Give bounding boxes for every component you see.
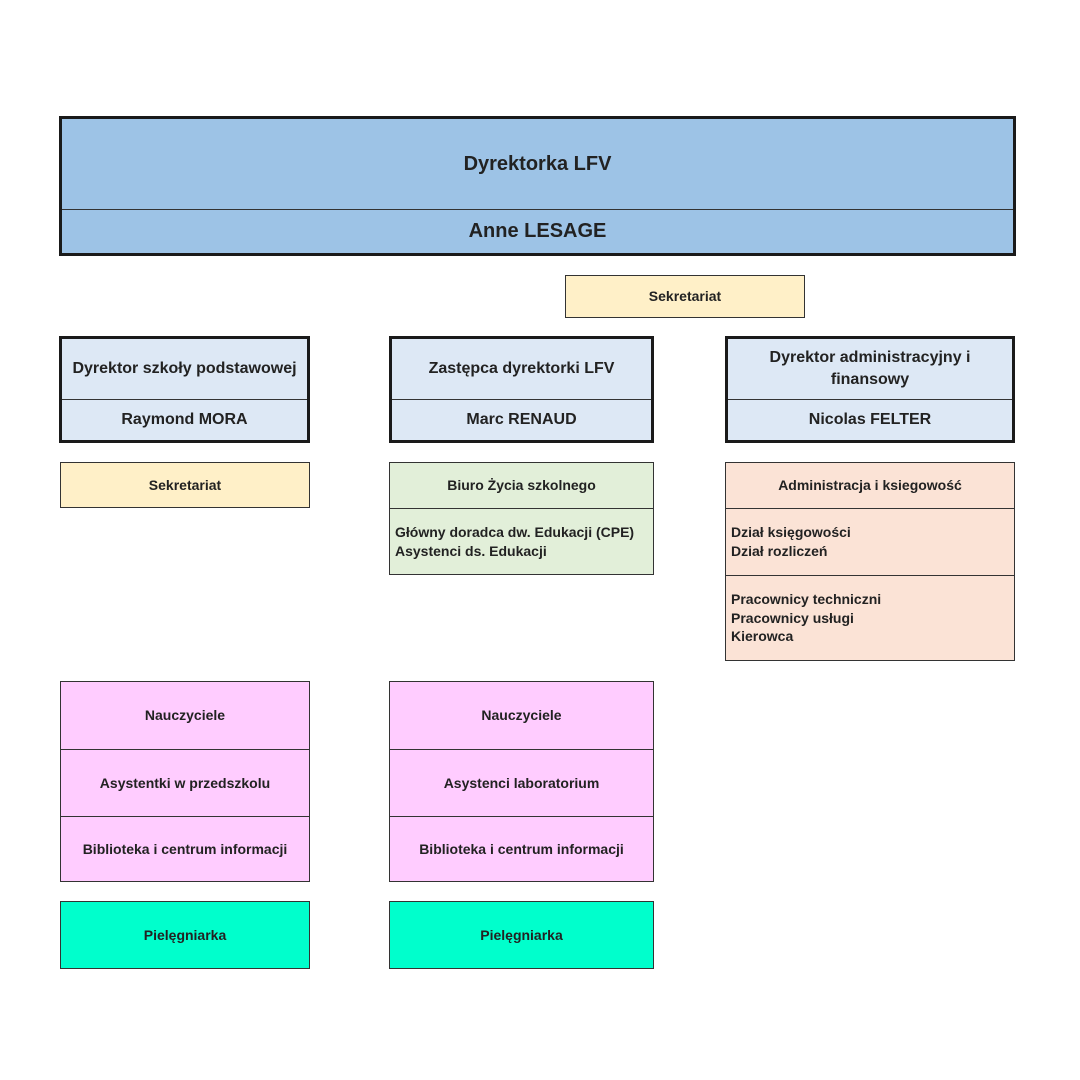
primary-school-director-name: Raymond MORA: [62, 399, 307, 440]
administration-title: Administracja i ksiegowość: [778, 477, 962, 494]
primary-school-director-box: Dyrektor szkoły podstawowej Raymond MORA: [59, 336, 310, 443]
staff-item: Nauczyciele: [481, 707, 562, 724]
director-title: Dyrektorka LFV: [463, 152, 612, 175]
deputy-director-box: Zastępca dyrektorki LFV Marc RENAUD: [389, 336, 654, 443]
accounting-group: Dział księgowości Dział rozliczeń: [726, 508, 1014, 575]
admin-director-name: Nicolas FELTER: [728, 399, 1012, 440]
primary-staff-box: Nauczyciele Asystentki w przedszkolu Bib…: [60, 681, 310, 882]
main-secretariat-box: Sekretariat: [565, 275, 805, 318]
administration-box: Administracja i ksiegowość Dział księgow…: [725, 462, 1015, 661]
director-name: Anne LESAGE: [62, 209, 1013, 253]
secondary-nurse-box: Pielęgniarka: [389, 901, 654, 969]
technical-staff-item: Pracownicy techniczni: [731, 590, 882, 607]
primary-school-director-title: Dyrektor szkoły podstawowej: [72, 360, 297, 378]
primary-nurse-box: Pielęgniarka: [60, 901, 310, 969]
staff-item: Biblioteka i centrum informacji: [61, 816, 309, 881]
accounting-item: Dział rozliczeń: [731, 543, 828, 559]
secondary-staff-box: Nauczyciele Asystenci laboratorium Bibli…: [389, 681, 654, 882]
admin-director-title: Dyrektor administracyjny i finansowy: [769, 349, 971, 388]
technical-staff-item: Kierowca: [731, 628, 794, 645]
school-life-member: Asystenci ds. Edukacji: [395, 542, 547, 559]
director-box: Dyrektorka LFV Anne LESAGE: [59, 116, 1016, 256]
school-life-office-title: Biuro Życia szkolnego: [447, 477, 596, 494]
staff-item: Biblioteka i centrum informacji: [390, 816, 653, 881]
nurse-label: Pielęgniarka: [480, 926, 563, 943]
school-life-member: Główny doradca dw. Edukacji (CPE): [395, 524, 635, 540]
technical-staff-group: Pracownicy techniczni Pracownicy usługi …: [726, 575, 1014, 660]
staff-item: Asystentki w przedszkolu: [61, 749, 309, 816]
staff-item: Asystenci laboratorium: [390, 749, 653, 816]
staff-item: Nauczyciele: [144, 707, 226, 724]
accounting-item: Dział księgowości: [731, 524, 851, 541]
admin-director-box: Dyrektor administracyjny i finansowy Nic…: [725, 336, 1015, 443]
main-secretariat-label: Sekretariat: [648, 288, 722, 305]
nurse-label: Pielęgniarka: [143, 926, 227, 943]
school-life-office-box: Biuro Życia szkolnego Główny doradca dw.…: [389, 462, 654, 575]
school-life-office-members: Główny doradca dw. Edukacji (CPE) Asyste…: [390, 508, 653, 574]
primary-secretariat-label: Sekretariat: [148, 476, 222, 493]
technical-staff-item: Pracownicy usługi: [731, 609, 854, 626]
deputy-director-title: Zastępca dyrektorki LFV: [428, 360, 615, 378]
primary-secretariat-box: Sekretariat: [60, 462, 310, 508]
deputy-director-name: Marc RENAUD: [392, 399, 651, 440]
